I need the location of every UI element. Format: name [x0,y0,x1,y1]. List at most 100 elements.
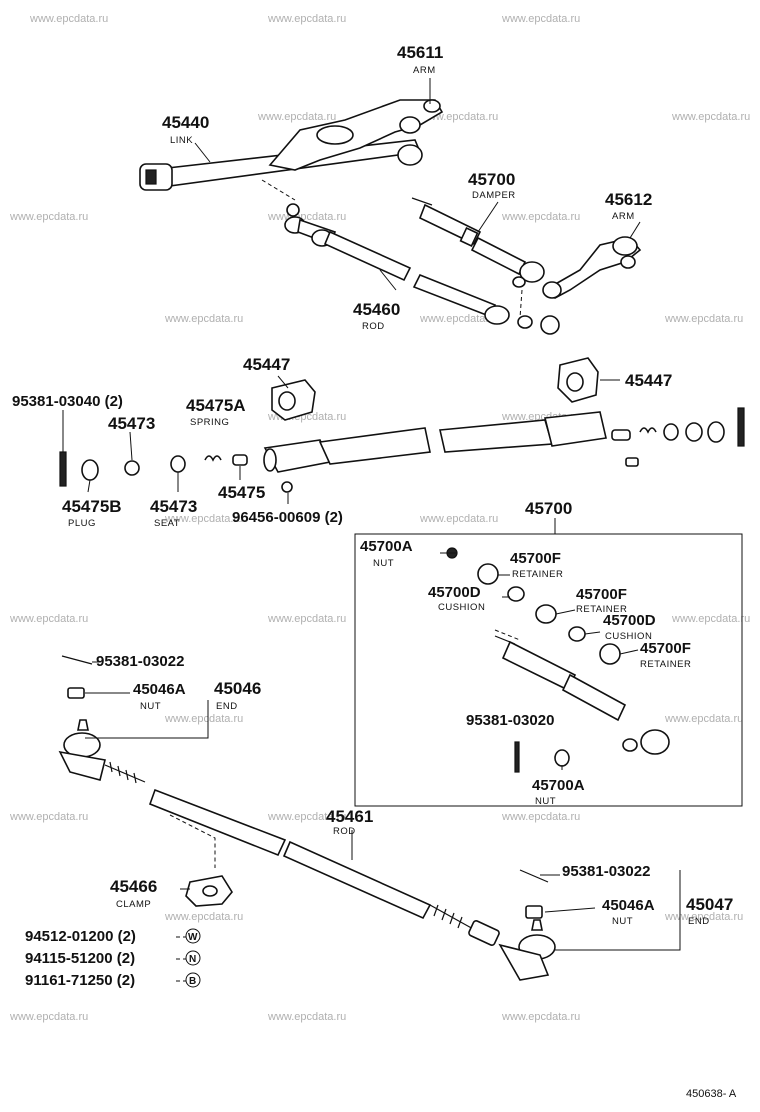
damper-detail-parts [446,547,670,773]
part-name: ROD [362,321,385,332]
part-45461-rod [148,788,500,946]
part-name: RETAINER [640,659,691,670]
part-number: 45046A [602,897,655,914]
watermark: www.epcdata.ru [164,911,243,923]
part-45475-housing [263,411,607,473]
callout-91161-71250: 91161-71250 (2) B [25,972,201,989]
part-number: 45700D [428,584,481,601]
callout-45700F-1: 45700F RETAINER [510,550,563,580]
callout-96456-00609: 96456-00609 (2) [232,509,343,526]
part-name: NUT [140,701,161,712]
callout-45466: 45466 CLAMP [110,877,157,910]
part-name: END [216,701,238,712]
watermarks: www.epcdata.ru www.epcdata.ru www.epcdat… [9,13,750,1023]
callout-45475A: 45475A SPRING [186,396,246,428]
callout-45700A-bottom: 45700A NUT [532,777,585,807]
leader-line [555,870,681,951]
part-number: 45466 [110,877,157,896]
part-number: 45612 [605,190,652,209]
callout-45700F-2: 45700F RETAINER [576,586,627,615]
callout-45611: 45611 ARM [397,43,443,76]
callout-45700D-2: 45700D CUSHION [603,612,656,642]
callout-45460: 45460 ROD [353,300,400,332]
callout-45046: 45046 END [214,679,261,712]
watermark: www.epcdata.ru [267,811,346,823]
watermark: www.epcdata.ru [671,111,750,123]
callout-45700D-1: 45700D CUSHION [428,584,485,613]
callout-45700-damper: 45700 DAMPER [468,170,516,201]
part-number: 94512-01200 (2) [25,928,136,945]
watermark: www.epcdata.ru [164,713,243,725]
leader-lines [62,78,641,913]
callout-45700-box: 45700 [525,499,572,518]
part-number: 95381-03022 [96,653,184,670]
part-number: 45700F [576,586,627,603]
callout-45461: 45461 ROD [326,807,373,837]
part-name: PLUG [68,518,96,529]
part-number: 45440 [162,113,209,132]
callout-45700F-3: 45700F RETAINER [640,640,691,670]
part-number: 45461 [326,807,373,826]
watermark: www.epcdata.ru [419,513,498,525]
watermark: www.epcdata.ru [9,613,88,625]
callout-94512-01200: 94512-01200 (2) W [25,928,201,945]
part-45047-end [498,869,556,981]
washer-symbol: W [188,932,198,943]
part-number: 45700F [640,640,691,657]
callout-45046A-left: 45046A NUT [133,681,186,712]
watermark: www.epcdata.ru [267,1011,346,1023]
callout-95381-03040: 95381-03040 (2) [12,393,123,410]
callout-45473-top: 45473 [108,414,155,433]
part-number: 45700A [360,538,413,555]
watermark: www.epcdata.ru [664,313,743,325]
part-name: SPRING [190,417,229,428]
callout-45440: 45440 LINK [162,113,209,146]
part-name: NUT [535,796,556,807]
part-number: 45473 [150,497,197,516]
part-name: ARM [612,211,635,222]
part-name: RETAINER [576,604,627,615]
part-number: 45046 [214,679,261,698]
watermark: www.epcdata.ru [664,713,743,725]
part-name: ROD [333,826,356,837]
part-number: 94115-51200 (2) [25,950,135,967]
watermark: www.epcdata.ru [419,313,498,325]
leader-dashed [169,814,216,868]
callout-95381-03022-right: 95381-03022 [562,863,650,880]
leader-dashed [519,289,523,319]
watermark: www.epcdata.ru [501,811,580,823]
part-number: 45473 [108,414,155,433]
callout-94115-51200: 94115-51200 (2) N [25,950,201,967]
callout-45612: 45612 ARM [605,190,652,222]
watermark: www.epcdata.ru [164,513,243,525]
damper-detail-box [354,533,743,807]
watermark: www.epcdata.ru [501,211,580,223]
part-name: SEAT [154,518,180,529]
part-name: DAMPER [472,190,516,201]
leader-dashed [261,179,296,201]
part-number: 45700F [510,550,561,567]
part-45611-arm [268,99,444,171]
part-45046-end [58,655,146,784]
part-number: 45046A [133,681,186,698]
watermark: www.epcdata.ru [9,211,88,223]
part-number: 45447 [243,355,290,374]
part-number: 45047 [686,895,733,914]
part-name: LINK [170,135,193,146]
bolt-symbol: B [189,976,196,987]
callout-45475: 45475 [218,483,265,502]
part-number: 45700 [468,170,515,189]
part-number: 45475A [186,396,246,415]
callout-95381-03020: 95381-03020 [466,712,554,729]
part-45700-damper [411,197,545,288]
callout-45046A-right: 45046A NUT [602,897,655,927]
part-number: 91161-71250 (2) [25,972,135,989]
callout-45475B: 45475B PLUG [62,497,122,529]
watermark: www.epcdata.ru [9,1011,88,1023]
callout-45047: 45047 END [686,895,733,927]
part-name: CUSHION [438,602,485,613]
part-45612-arm [542,236,642,299]
part-45460-rod [284,203,560,335]
part-name: NUT [612,916,633,927]
